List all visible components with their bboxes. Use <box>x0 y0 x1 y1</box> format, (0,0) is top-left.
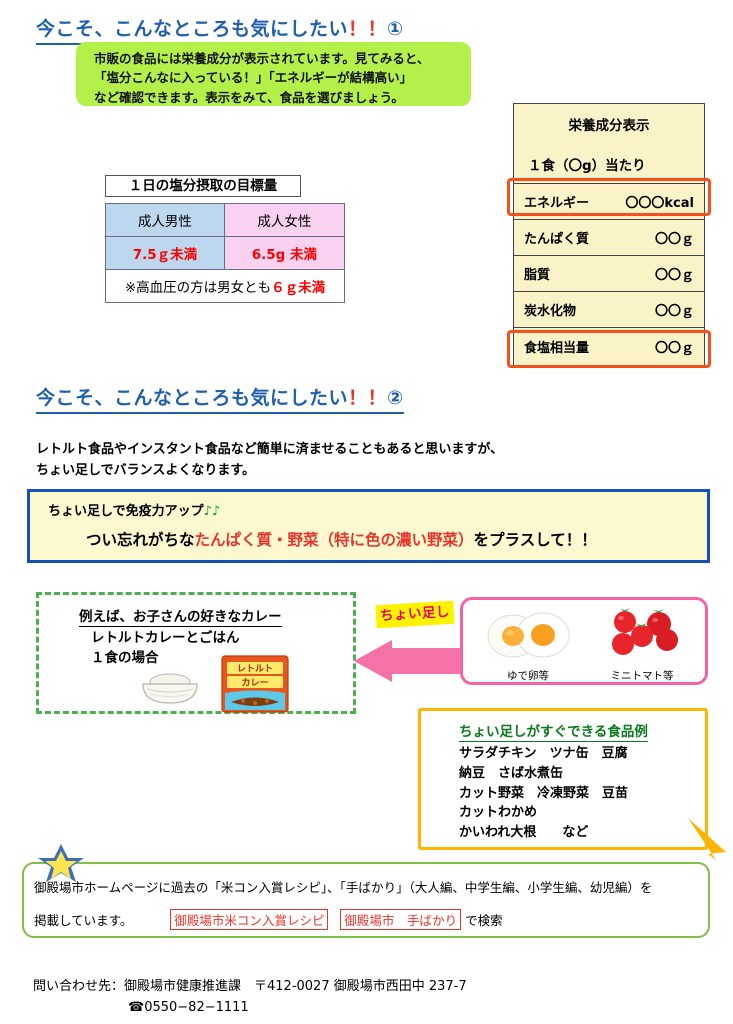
homepage-line-2-pre: 掲載しています。 <box>34 913 133 928</box>
salt-value-female: 6.5g 未満 <box>223 236 346 270</box>
salt-target-table: 成人男性 成人女性 7.5ｇ未満 6.5g 未満 ※高血圧の方は男女とも６ｇ未満 <box>105 203 346 303</box>
curry-label-line-2: カレー <box>241 678 268 689</box>
immunity-line-2-post: をプラスして！！ <box>473 531 597 549</box>
boiled-egg-icon <box>487 612 570 658</box>
nutrition-value-protein: 〇〇ｇ <box>654 232 694 247</box>
nutrition-value-energy: 〇〇〇kcal <box>625 196 694 211</box>
curry-label-line-1: レトルト <box>237 664 273 675</box>
nutrition-label-serving: １食（〇g）当たり <box>514 144 704 184</box>
immunity-line-2-pre: つい忘れがちな <box>86 531 195 549</box>
nutrition-value-salt: 〇〇ｇ <box>654 340 694 356</box>
nutrition-name-carbs: 炭水化物 <box>524 304 577 319</box>
food-item-egg: ゆで卵等 <box>473 606 583 683</box>
food-caption-tomato: ミニトマト等 <box>610 670 674 682</box>
nutrition-row-carbs: 炭水化物 〇〇ｇ <box>514 292 704 328</box>
rice-bowl-icon <box>142 673 198 704</box>
nutrition-name-fat: 脂質 <box>524 268 551 283</box>
example-title: 例えば、お子さんの好きなカレー <box>79 605 282 627</box>
immunity-line-2-highlight: たんぱく質・野菜（特に色の濃い野菜） <box>194 531 474 549</box>
search-keyword-1[interactable]: 御殿場市米コン入賞レシピ <box>170 909 329 930</box>
quick-addon-foods-box: ちょい足しがすぐできる食品例 サラダチキン ツナ缶 豆腐 納豆 さば水煮缶 カッ… <box>418 708 708 850</box>
section-1-heading: 今こそ、こんなところも気にしたい！！① <box>36 14 404 45</box>
add-on-food-box: ゆで卵等 ミニトマト等 <box>460 597 708 685</box>
nutrition-row-salt: 食塩相当量 〇〇ｇ <box>514 328 704 364</box>
search-keyword-2[interactable]: 御殿場市 手ばかり <box>340 909 462 930</box>
pink-left-arrow-icon <box>354 640 480 682</box>
green-callout-note: 市販の食品には栄養成分が表示されています。見てみると、 「塩分こんなに入っている… <box>76 42 471 106</box>
food-caption-egg: ゆで卵等 <box>507 670 549 682</box>
salt-note-highlight: ６ｇ未満 <box>271 280 326 296</box>
salt-table-title: １日の塩分摂取の目標量 <box>105 175 301 197</box>
immunity-line-1-text: ちょい足しで免疫力アップ <box>48 504 204 519</box>
intro-line-1: レトルト食品やインスタント食品など簡単に済ませることもあると思いますが、 <box>36 442 504 457</box>
homepage-line-2: 掲載しています。 御殿場市米コン入賞レシピ 御殿場市 手ばかりで検索 <box>34 909 503 930</box>
nutrition-facts-label: 栄養成分表示 １食（〇g）当たり エネルギー 〇〇〇kcal たんぱく質 〇〇ｇ… <box>513 103 705 367</box>
nutrition-name-protein: たんぱく質 <box>524 232 590 247</box>
homepage-info-box: 御殿場市ホームページに過去の「米コン入賞レシピ」、「手ばかり」（大人編、中学生編… <box>22 862 710 938</box>
table-row: 7.5ｇ未満 6.5g 未満 <box>105 236 346 270</box>
example-line-3: １食の場合 <box>91 650 159 666</box>
example-line-2: レトルトカレーとごはん <box>91 630 240 646</box>
salt-header-male: 成人男性 <box>105 203 225 237</box>
immunity-line-2: つい忘れがちなたんぱく質・野菜（特に色の濃い野菜）をプラスして！！ <box>86 528 597 550</box>
star-icon <box>38 844 84 882</box>
speech-bubble-tail-icon <box>688 818 726 860</box>
salt-table-note: ※高血圧の方は男女とも６ｇ未満 <box>105 269 345 303</box>
phone-line: ☎0550−82−1111 <box>128 1000 249 1015</box>
green-note-line-1: 市販の食品には栄養成分が表示されています。見てみると、 <box>94 51 430 66</box>
food-item-tomato: ミニトマト等 <box>587 606 697 683</box>
green-note-line-2: 「塩分こんなに入っている！」「エネルギーが結構高い」 <box>94 70 413 86</box>
tips-food-list: サラダチキン ツナ缶 豆腐 納豆 さば水煮缶 カット野菜 冷凍野菜 豆苗 カット… <box>459 746 629 840</box>
salt-note-prefix: ※高血圧の方は男女とも <box>124 280 272 296</box>
immunity-line-1: ちょい足しで免疫力アップ♪♪ <box>48 500 220 519</box>
choi-tashi-tag: ちょい足し <box>375 600 455 629</box>
curry-example-box: 例えば、お子さんの好きなカレー レトルトカレーとごはん １食の場合 レトルト カ… <box>36 592 356 714</box>
nutrition-row-protein: たんぱく質 〇〇ｇ <box>514 220 704 256</box>
nutrition-row-energy: エネルギー 〇〇〇kcal <box>514 184 704 220</box>
green-note-line-3: など確認できます。表示をみて、食品を選びましょう。 <box>94 89 404 105</box>
nutrition-row-fat: 脂質 〇〇ｇ <box>514 256 704 292</box>
music-note-icon: ♪♪ <box>203 504 221 519</box>
salt-header-female: 成人女性 <box>223 203 346 237</box>
section-2-heading: 今こそ、こんなところも気にしたい！！② <box>36 383 404 414</box>
retort-curry-package-icon: レトルト カレー <box>221 655 289 713</box>
homepage-line-1: 御殿場市ホームページに過去の「米コン入賞レシピ」、「手ばかり」（大人編、中学生編… <box>34 880 653 895</box>
contact-line: 問い合わせ先：御殿場市健康推進課 〒412-0027 御殿場市西田中 237-7 <box>33 979 467 994</box>
table-row: 成人男性 成人女性 <box>105 203 346 237</box>
intro-line-2: ちょい足しでバランスよくなります。 <box>36 462 256 478</box>
tips-title: ちょい足しがすぐできる食品例 <box>459 720 648 742</box>
nutrition-name-salt: 食塩相当量 <box>524 340 590 356</box>
mini-tomato-icon <box>612 608 678 655</box>
nutrition-value-fat: 〇〇ｇ <box>654 268 694 283</box>
nutrition-value-carbs: 〇〇ｇ <box>654 304 694 319</box>
salt-value-male: 7.5ｇ未満 <box>105 236 225 270</box>
search-suffix: で検索 <box>465 913 503 928</box>
table-row: ※高血圧の方は男女とも６ｇ未満 <box>105 269 345 303</box>
nutrition-name-energy: エネルギー <box>524 196 590 211</box>
nutrition-label-title: 栄養成分表示 <box>568 118 650 134</box>
section-2-intro: レトルト食品やインスタント食品など簡単に済ませることもあると思いますが、 ちょい… <box>36 440 503 482</box>
immunity-boost-box: ちょい足しで免疫力アップ♪♪ つい忘れがちなたんぱく質・野菜（特に色の濃い野菜）… <box>27 489 710 563</box>
